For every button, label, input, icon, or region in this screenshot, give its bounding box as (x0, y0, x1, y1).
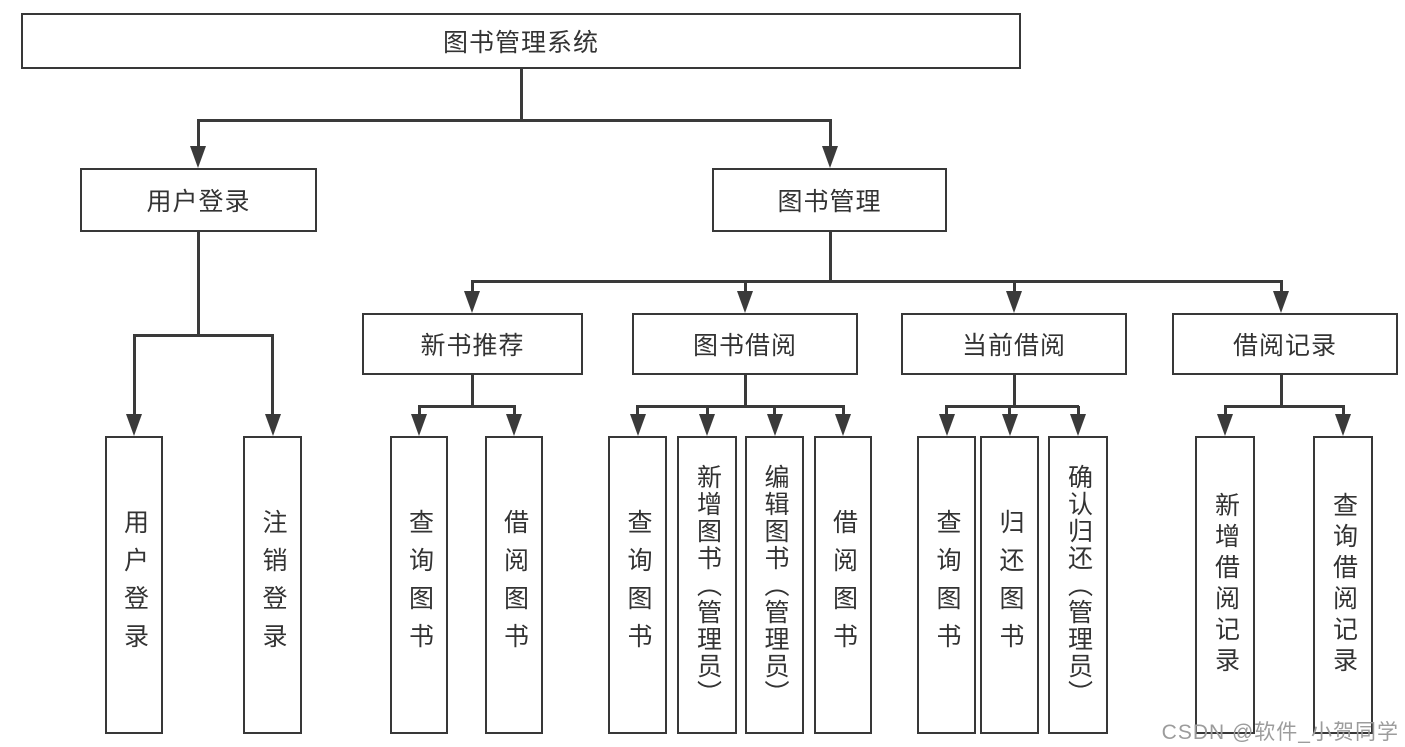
leaf-label: 用户登录 (120, 509, 149, 661)
connector-to-leaf (1341, 406, 1345, 416)
node-label: 当前借阅 (961, 332, 1066, 360)
leaf-borrow-books: 借阅图书 (814, 436, 872, 734)
leaf-label: 新增借阅记录 (1211, 492, 1240, 678)
connector-to-leaf (705, 406, 709, 416)
arrow-down (1217, 414, 1233, 436)
node-user-login: 用户登录 (80, 168, 317, 232)
leaf-label: 查询图书 (405, 509, 434, 661)
leaf-confirm-return-admin: 确认归还（管理员） (1048, 436, 1108, 734)
leaf-label: 编辑图书（管理员） (761, 463, 789, 707)
connector-to-leaf (1223, 406, 1227, 416)
connector-current-crossbar (945, 404, 1079, 408)
arrow-down (629, 414, 646, 436)
arrow-down (126, 414, 142, 436)
leaf-label: 归还图书 (996, 509, 1024, 661)
arrow-down (1006, 291, 1022, 313)
connector-to-leaf (636, 406, 639, 416)
connector-to-leaf (1279, 281, 1283, 293)
arrow-down (411, 414, 427, 436)
leaf-logout: 注销登录 (243, 436, 302, 734)
connector-to-leaf (841, 406, 845, 416)
connector-user-login-stem (196, 232, 200, 335)
node-label: 图书借阅 (692, 332, 797, 360)
arrow-down (822, 146, 838, 168)
connector-recommend-crossbar (417, 404, 516, 408)
arrow-down (1070, 414, 1086, 436)
connector-current-stem (1012, 375, 1016, 406)
leaf-label: 查询图书 (624, 509, 652, 661)
node-label: 图书管理 (777, 188, 882, 216)
arrow-down (1273, 291, 1289, 313)
arrow-down (264, 414, 281, 436)
node-book-management: 图书管理 (712, 168, 947, 232)
arrow-down (1001, 414, 1018, 436)
node-borrowing-records: 借阅记录 (1172, 313, 1398, 375)
arrow-down (835, 414, 851, 436)
node-label: 借阅记录 (1232, 332, 1337, 360)
connector-book-management-stem (828, 232, 832, 281)
arrow-down (699, 414, 715, 436)
leaf-label: 新增图书（管理员） (693, 463, 722, 707)
connector-to-leaf (512, 406, 516, 416)
connector-to-leaf (1008, 406, 1011, 416)
node-label: 图书管理系统 (442, 29, 599, 57)
arrow-down (938, 414, 955, 436)
connector-to-leaf (132, 335, 136, 415)
connector-to-leaf (470, 281, 474, 293)
connector-to-leaf (773, 406, 776, 416)
leaf-label: 确认归还（管理员） (1064, 463, 1093, 707)
leaf-label: 查询图书 (933, 509, 961, 661)
leaf-user-login: 用户登录 (105, 436, 163, 734)
connector-to-leaf (417, 406, 421, 416)
connector-records-stem (1279, 375, 1283, 406)
leaf-query-books-current: 查询图书 (917, 436, 976, 734)
node-label: 新书推荐 (420, 332, 525, 360)
connector-recommend-stem (470, 375, 474, 406)
node-current-borrowing: 当前借阅 (901, 313, 1127, 375)
connector-to-book-management (828, 120, 832, 150)
arrow-down (190, 146, 206, 168)
connector-root-crossbar (196, 118, 832, 122)
connector-to-leaf (743, 281, 747, 293)
arrow-down (737, 291, 753, 313)
leaf-label: 注销登录 (259, 509, 287, 661)
arrow-down (464, 291, 480, 313)
leaf-label: 借阅图书 (500, 509, 529, 661)
connector-to-leaf (1012, 281, 1016, 293)
leaf-add-books-admin: 新增图书（管理员） (677, 436, 737, 734)
node-book-borrowing: 图书借阅 (632, 313, 858, 375)
leaf-label: 查询借阅记录 (1329, 492, 1358, 678)
connector-to-leaf (271, 335, 274, 415)
connector-records-crossbar (1223, 404, 1345, 408)
node-label: 用户登录 (146, 188, 251, 216)
leaf-add-borrow-record: 新增借阅记录 (1195, 436, 1255, 734)
leaf-return-books: 归还图书 (980, 436, 1039, 734)
leaf-query-borrow-record: 查询借阅记录 (1313, 436, 1373, 734)
connector-to-leaf (945, 406, 948, 416)
arrow-down (1335, 414, 1351, 436)
node-new-book-recommendation: 新书推荐 (362, 313, 583, 375)
connector-book-management-crossbar (470, 279, 1283, 283)
connector-to-leaf (1076, 406, 1080, 416)
connector-root-stem (519, 69, 523, 120)
connector-to-user-login (196, 120, 200, 150)
csdn-watermark: CSDN @软件_小贺同学 (1161, 721, 1399, 744)
leaf-query-books-borrowing: 查询图书 (608, 436, 667, 734)
leaf-edit-books-admin: 编辑图书（管理员） (745, 436, 804, 734)
connector-user-login-crossbar (132, 333, 274, 337)
connector-borrowing-crossbar (635, 404, 845, 408)
leaf-borrow-books-recommend: 借阅图书 (485, 436, 543, 734)
leaf-query-books-recommend: 查询图书 (390, 436, 448, 734)
node-library-management-system: 图书管理系统 (21, 13, 1021, 69)
connector-borrowing-stem (743, 375, 747, 406)
arrow-down (766, 414, 783, 436)
arrow-down (506, 414, 522, 436)
leaf-label: 借阅图书 (829, 509, 858, 661)
